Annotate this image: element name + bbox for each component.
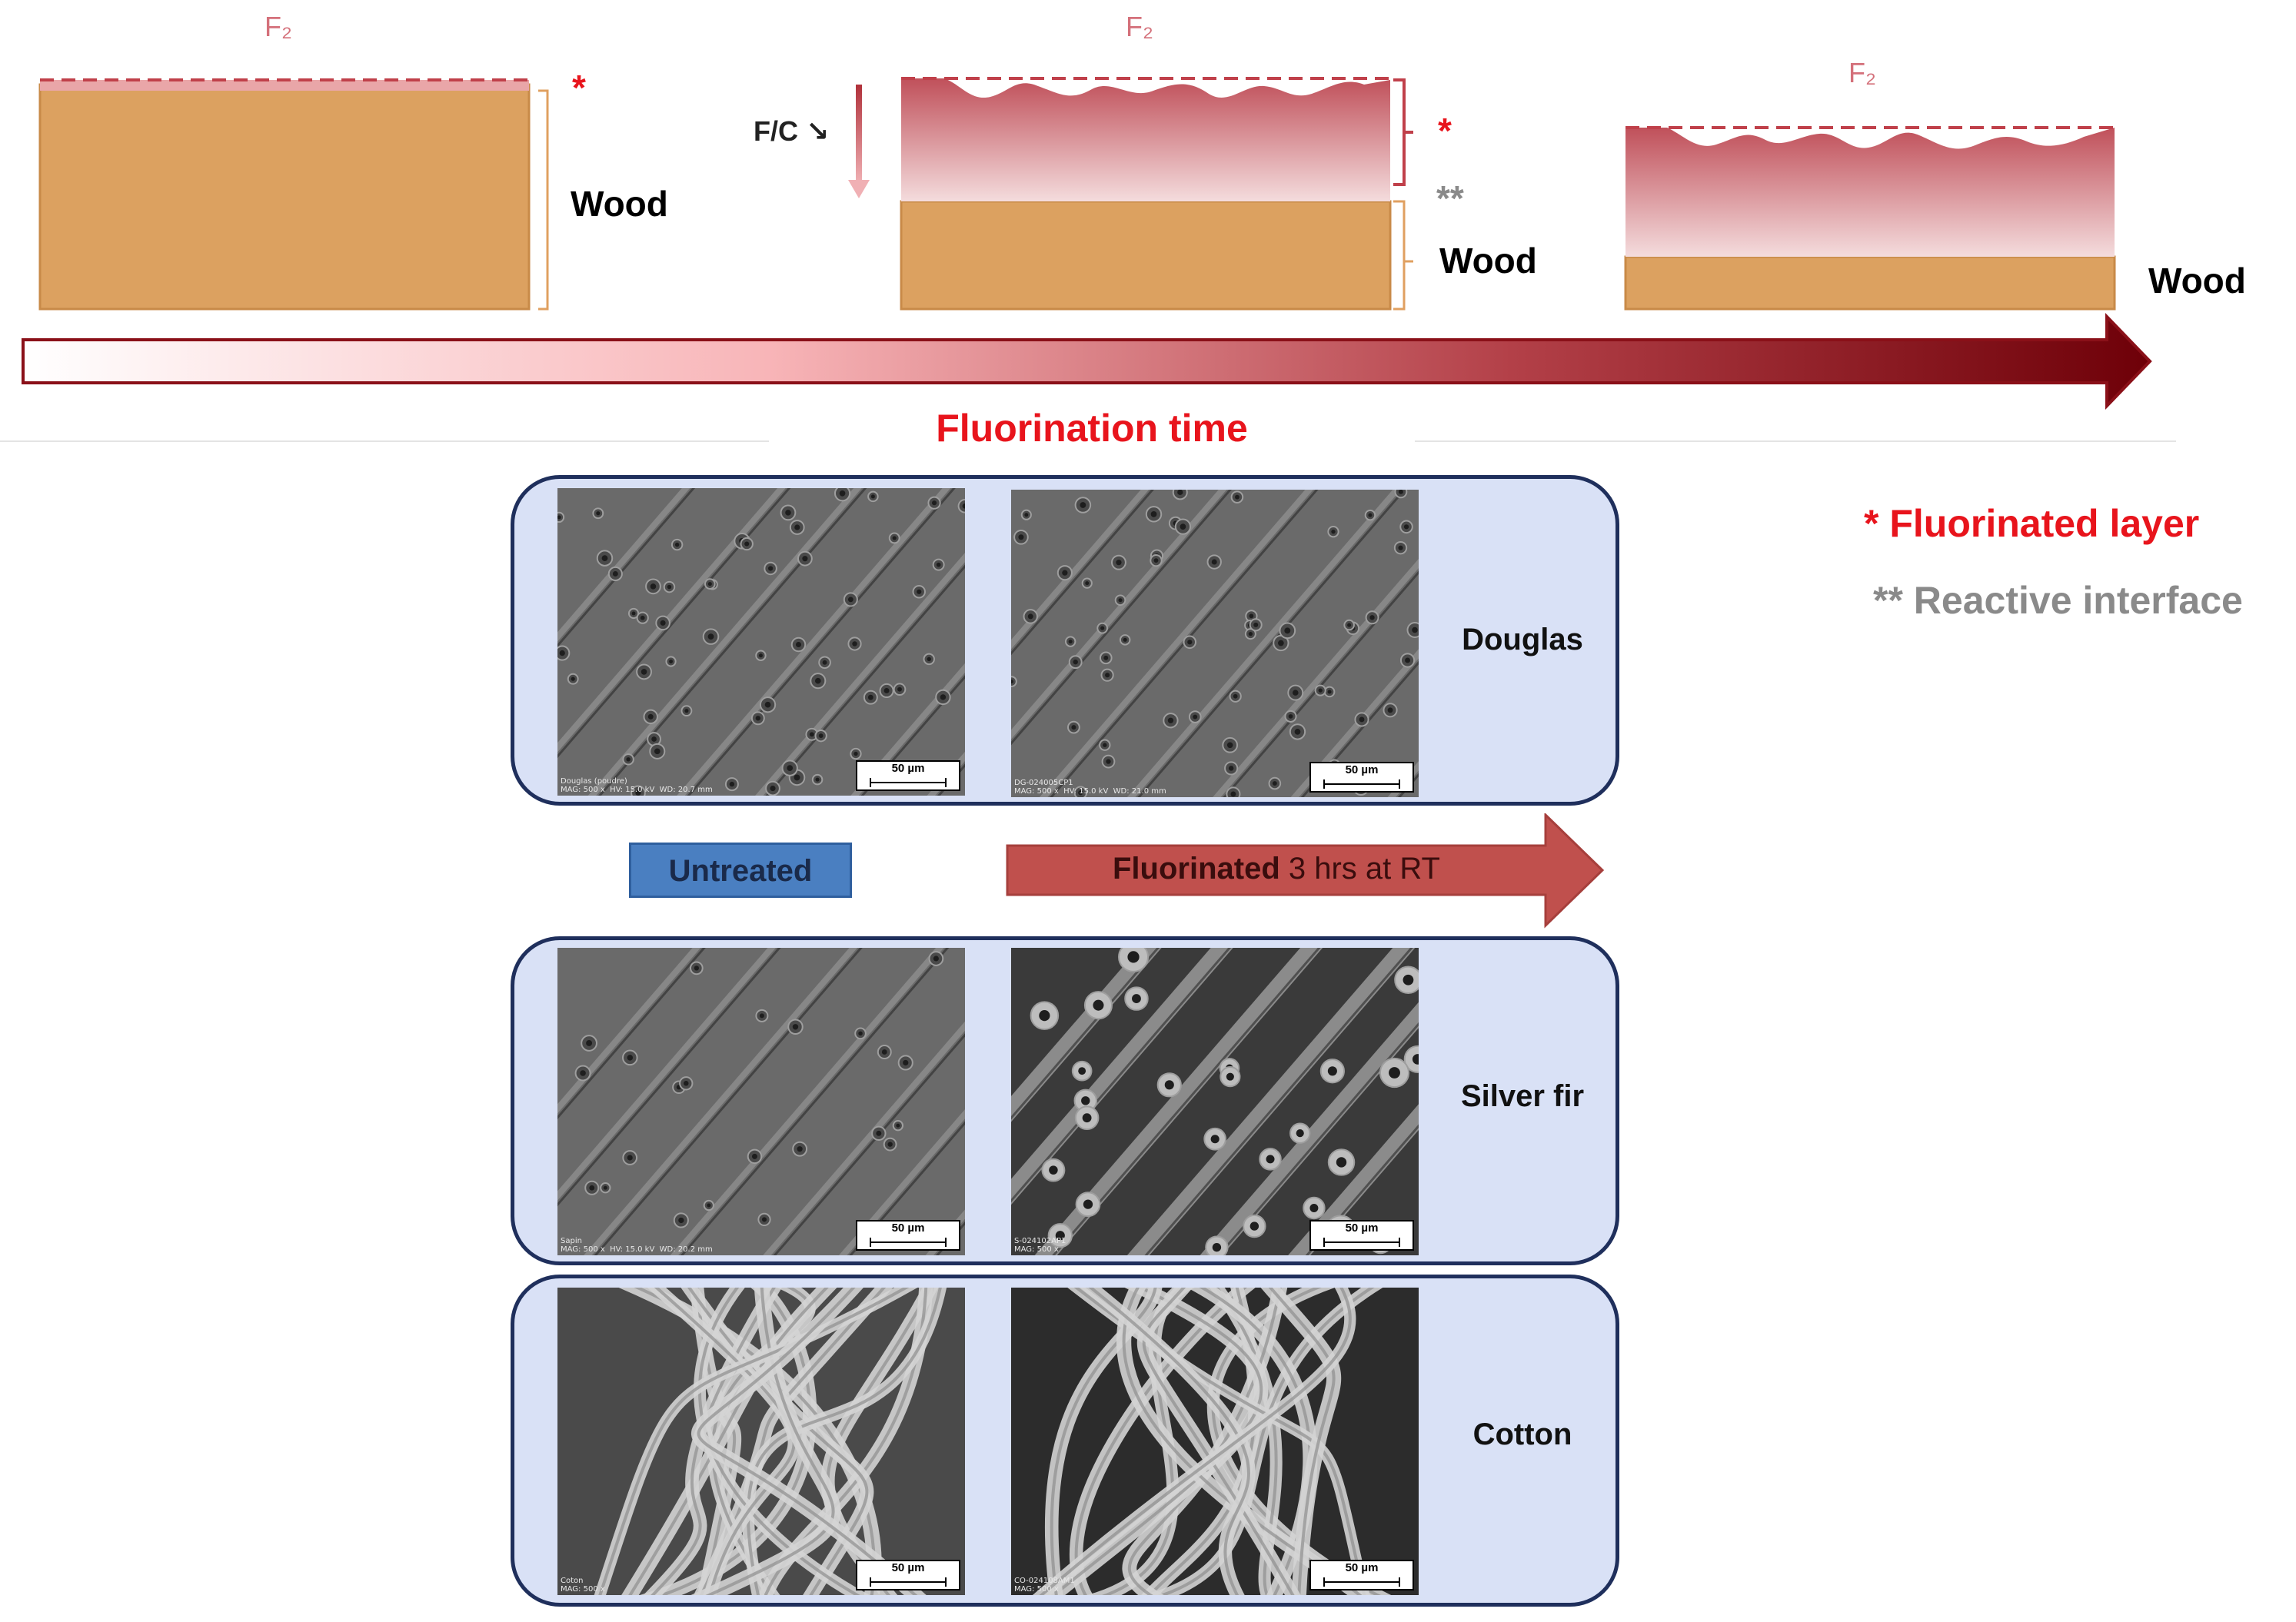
cotton-fluorinated-scale-bar: 50 µm [1309,1560,1414,1590]
legend-reactive-interface: ** Reactive interface [1873,579,2243,622]
cotton-untreated-caption: Coton MAG: 500 x [561,1577,605,1594]
stage-2-wood-label: Wood [1439,241,1537,281]
douglas-panel: Douglas (poudre) MAG: 500 x HV: 15.0 kV … [511,475,1619,806]
stage-2-marker-interface: ** [1436,178,1464,218]
cotton-fluorinated-sem-image: CO-024108AM1 MAG: 500 x 50 µm [1011,1288,1419,1595]
fluorinated-arrow-label: Fluorinated 3 hrs at RT [1015,852,1538,886]
stage-1-wood-label: Wood [571,184,668,224]
stage-2-block [848,77,1413,311]
silver-fir-label: Silver fir [1460,1079,1585,1113]
untreated-label: Untreated [668,854,813,888]
silver-fir-untreated-caption: Sapin MAG: 500 x HV: 15.0 kV WD: 20.2 mm [561,1237,713,1254]
cotton-label: Cotton [1472,1418,1572,1451]
douglas-label: Douglas [1462,623,1583,656]
fluorinated-label-rest: 3 hrs at RT [1279,852,1440,886]
fluorination-schematic [0,77,2176,442]
douglas-untreated-sem-image: Douglas (poudre) MAG: 500 x HV: 15.0 kV … [557,488,965,796]
untreated-box: Untreated [629,843,852,898]
silver-fir-panel: Sapin MAG: 500 x HV: 15.0 kV WD: 20.2 mm… [511,936,1619,1265]
cotton-fluorinated-caption: CO-024108AM1 MAG: 500 x [1014,1577,1075,1594]
stage-2-marker-fluorinated: * [1438,111,1452,151]
douglas-fluorinated-caption: DG-024005CP1 MAG: 500 x HV: 15.0 kV WD: … [1014,779,1166,796]
stage-2-ratio-label: F/C ↘ [754,115,830,147]
fluorination-time-arrow [22,313,2152,410]
stage-1-block [38,78,549,311]
cotton-untreated-sem-image: Coton MAG: 500 x 50 µm [557,1288,965,1595]
fluorinated-label-bold: Fluorinated [1112,852,1280,886]
cotton-panel: Coton MAG: 500 x 50 µm CO-024108AM1 MAG:… [511,1275,1619,1607]
fluorinated-arrow [1006,813,1605,929]
douglas-untreated-scale-bar: 50 µm [856,760,960,791]
stage-1-gas-label: F₂ [265,11,292,42]
silver-fir-fluorinated-caption: S-024102AP1 MAG: 500 x [1014,1237,1066,1254]
legend-fluorinated-layer: * Fluorinated layer [1864,502,2200,545]
douglas-fluorinated-scale-bar: 50 µm [1309,762,1414,793]
silver-fir-fluorinated-scale-bar: 50 µm [1309,1220,1414,1251]
silver-fir-untreated-scale-bar: 50 µm [856,1220,960,1251]
stage-3-gas-label: F₂ [1848,57,1876,88]
stage-1-marker-fluorinated: * [572,68,586,108]
time-axis-label: Fluorination time [936,407,1248,450]
silver-fir-untreated-sem-image: Sapin MAG: 500 x HV: 15.0 kV WD: 20.2 mm… [557,948,965,1255]
cotton-untreated-scale-bar: 50 µm [856,1560,960,1590]
silver-fir-fluorinated-sem-image: S-024102AP1 MAG: 500 x 50 µm [1011,948,1419,1255]
douglas-untreated-caption: Douglas (poudre) MAG: 500 x HV: 15.0 kV … [561,777,713,794]
stage-2-gas-label: F₂ [1126,11,1153,42]
stage-3-block [1624,126,2116,311]
douglas-fluorinated-sem-image: DG-024005CP1 MAG: 500 x HV: 15.0 kV WD: … [1011,490,1419,797]
stage-3-wood-label: Wood [2148,261,2246,301]
